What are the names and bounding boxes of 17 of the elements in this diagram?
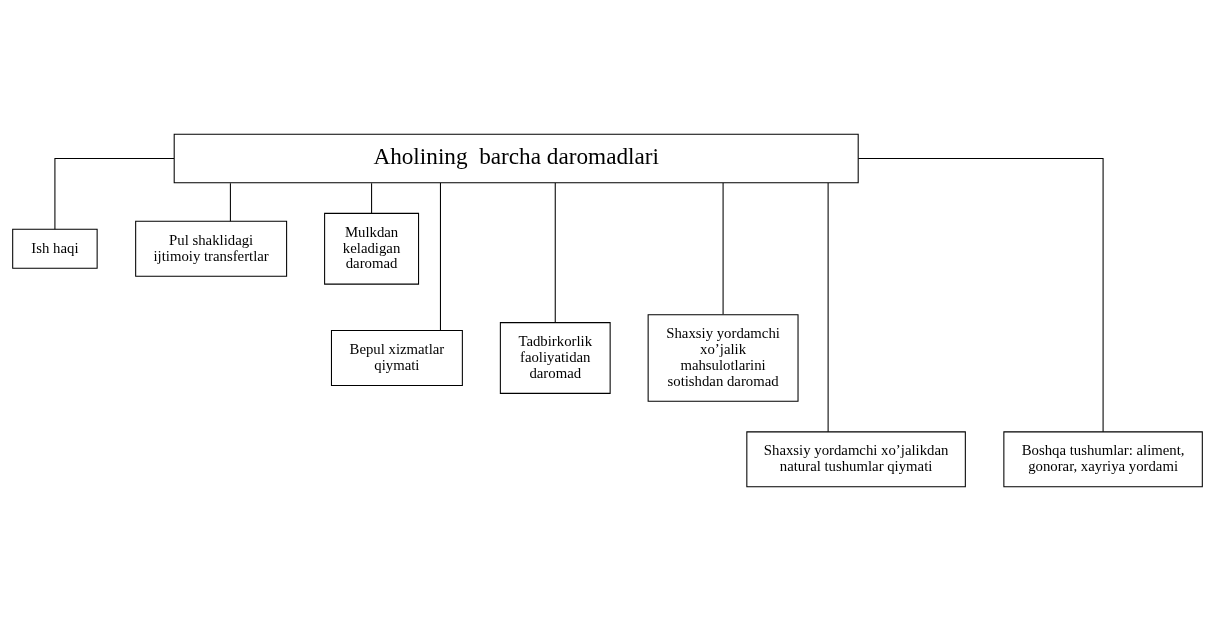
node-box: Aholining barcha daromadlari bbox=[173, 133, 859, 184]
node-box: Mulkdan keladigan daromad bbox=[324, 212, 420, 285]
node-box: Shaxsiy yordamchi xo’jalik mahsulotlarini sotishdan daromad bbox=[647, 314, 799, 402]
node-box: Shaxsiy yordamchi xo’jalikdan natural tushumlar qiymati bbox=[746, 431, 966, 488]
connector bbox=[554, 182, 556, 324]
node-box: Ish haqi bbox=[12, 228, 98, 269]
node-box: Pul shaklidagi ijtimoiy transfertlar bbox=[135, 220, 288, 277]
connector bbox=[722, 182, 724, 315]
connector bbox=[54, 157, 175, 230]
connector bbox=[439, 182, 441, 331]
connector bbox=[229, 182, 231, 222]
node-box: Boshqa tushumlar: aliment, gonorar, xayriya yordami bbox=[1003, 431, 1203, 488]
node-box: Bepul xizmatlar qiymati bbox=[330, 330, 463, 386]
connector bbox=[827, 182, 829, 433]
connector bbox=[371, 182, 373, 214]
connector bbox=[857, 157, 1104, 433]
node-box: Tadbirkorlik faoliyatidan daromad bbox=[499, 322, 611, 394]
